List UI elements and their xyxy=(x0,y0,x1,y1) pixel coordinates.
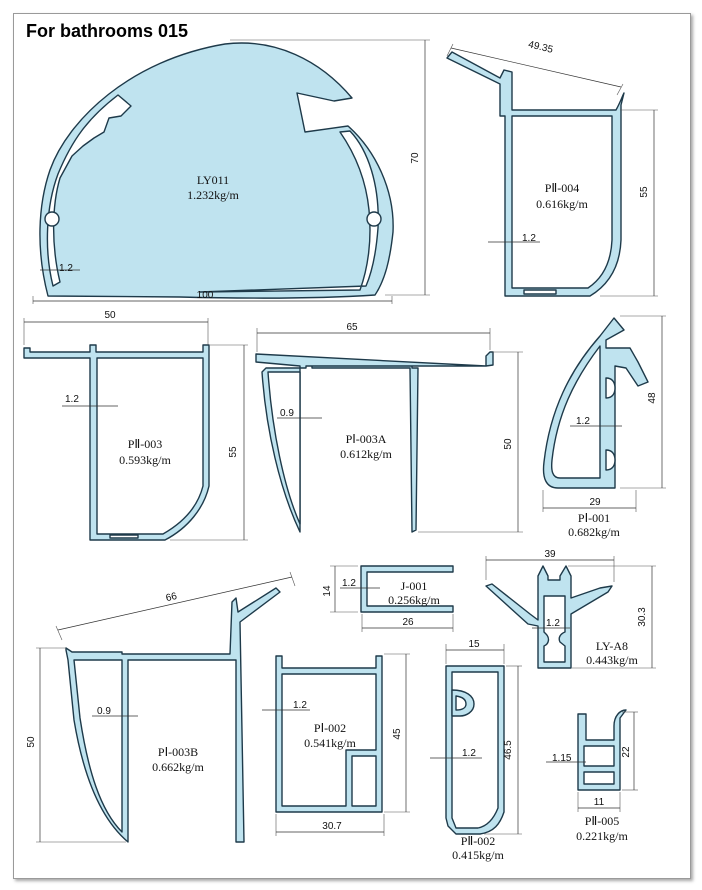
p1-003b-weight: 0.662kg/m xyxy=(152,760,204,774)
p2-005-height-dim: 22 xyxy=(621,746,632,758)
ly-a8-wall-dim: 1.2 xyxy=(546,618,560,629)
p1-001-height-dim: 48 xyxy=(647,392,658,404)
p1-003b-wall-dim: 0.9 xyxy=(97,706,111,717)
p2-005-code: PⅡ-005 xyxy=(585,814,620,828)
j-001-weight: 0.256kg/m xyxy=(388,593,440,607)
p1-002-weight: 0.541kg/m xyxy=(304,736,356,750)
p1-001-code: PⅠ-001 xyxy=(578,511,610,525)
profile-p2-005 xyxy=(577,709,627,791)
p2-003-weight: 0.593kg/m xyxy=(119,453,171,467)
j-001-wall-dim: 1.2 xyxy=(342,578,356,589)
p1-003b-top-dim: 66 xyxy=(165,591,179,604)
p1-002-width-dim: 30.7 xyxy=(322,821,342,832)
profile-p2-003 xyxy=(23,344,210,541)
profile-p1-002 xyxy=(275,655,383,813)
p2-004-height-dim: 55 xyxy=(639,186,650,198)
p2-002-width-dim: 15 xyxy=(468,639,480,650)
p1-001-weight: 0.682kg/m xyxy=(568,525,620,539)
j-001-code: J-001 xyxy=(401,579,428,593)
p2-004-wall-dim: 1.2 xyxy=(522,233,536,244)
p2-003-height-dim: 55 xyxy=(228,446,239,458)
p2-002-height-dim: 46.5 xyxy=(503,740,514,760)
ly-a8-weight: 0.443kg/m xyxy=(586,653,638,667)
p2-002-weight: 0.415kg/m xyxy=(452,848,504,862)
ly-a8-width-dim: 39 xyxy=(544,549,556,560)
p1-001-width-dim: 29 xyxy=(589,497,601,508)
p2-003-code: PⅡ-003 xyxy=(128,437,163,451)
ly011-wall-dim: 1.2 xyxy=(59,263,73,274)
p1-003a-width-dim: 65 xyxy=(346,322,358,333)
j-001-width-dim: 26 xyxy=(402,617,414,628)
p2-004-weight: 0.616kg/m xyxy=(536,197,588,211)
p1-003b-code: PⅠ-003B xyxy=(158,745,198,759)
page-title: For bathrooms 015 xyxy=(26,21,189,41)
p2-002-code: PⅡ-002 xyxy=(461,834,496,848)
profile-p1-003b xyxy=(65,587,281,843)
j-001-height-dim: 14 xyxy=(322,585,333,597)
p2-005-weight: 0.221kg/m xyxy=(576,829,628,843)
p2-005-width-dim: 11 xyxy=(594,797,605,808)
profile-p1-003a xyxy=(255,351,494,533)
p1-003a-code: PⅠ-003A xyxy=(346,432,387,446)
p1-001-wall-dim: 1.2 xyxy=(576,416,590,427)
p1-003b-height-dim: 50 xyxy=(26,736,37,748)
p1-002-wall-dim: 1.2 xyxy=(293,700,307,711)
p1-003a-height-dim: 50 xyxy=(503,438,514,450)
profile-ly011 xyxy=(39,42,394,299)
ly-a8-code: LY-A8 xyxy=(596,639,628,653)
p2-004-top-dim: 49.35 xyxy=(527,39,554,55)
ly011-height-dim: 70 xyxy=(410,152,421,164)
ly011-weight: 1.232kg/m xyxy=(187,188,239,202)
p1-002-code: PⅠ-002 xyxy=(314,721,346,735)
ly011-width-dim: 100 xyxy=(197,290,214,301)
profile-p2-002 xyxy=(445,665,505,835)
ly011-code: LY011 xyxy=(197,173,229,187)
p2-005-wall-dim: 1.15 xyxy=(552,753,572,764)
profile-p2-004 xyxy=(446,51,625,297)
p1-003a-weight: 0.612kg/m xyxy=(340,447,392,461)
p2-003-width-dim: 50 xyxy=(104,310,116,321)
profile-ly-a8 xyxy=(485,565,613,669)
p2-002-wall-dim: 1.2 xyxy=(462,748,476,759)
profile-p1-001 xyxy=(542,317,649,489)
ly-a8-height-dim: 30.3 xyxy=(637,607,648,627)
profile-j-001 xyxy=(360,565,454,613)
p1-003a-wall-dim: 0.9 xyxy=(280,408,294,419)
p2-003-wall-dim: 1.2 xyxy=(65,394,79,405)
p2-004-code: PⅡ-004 xyxy=(545,181,580,195)
p1-002-height-dim: 45 xyxy=(392,728,403,740)
